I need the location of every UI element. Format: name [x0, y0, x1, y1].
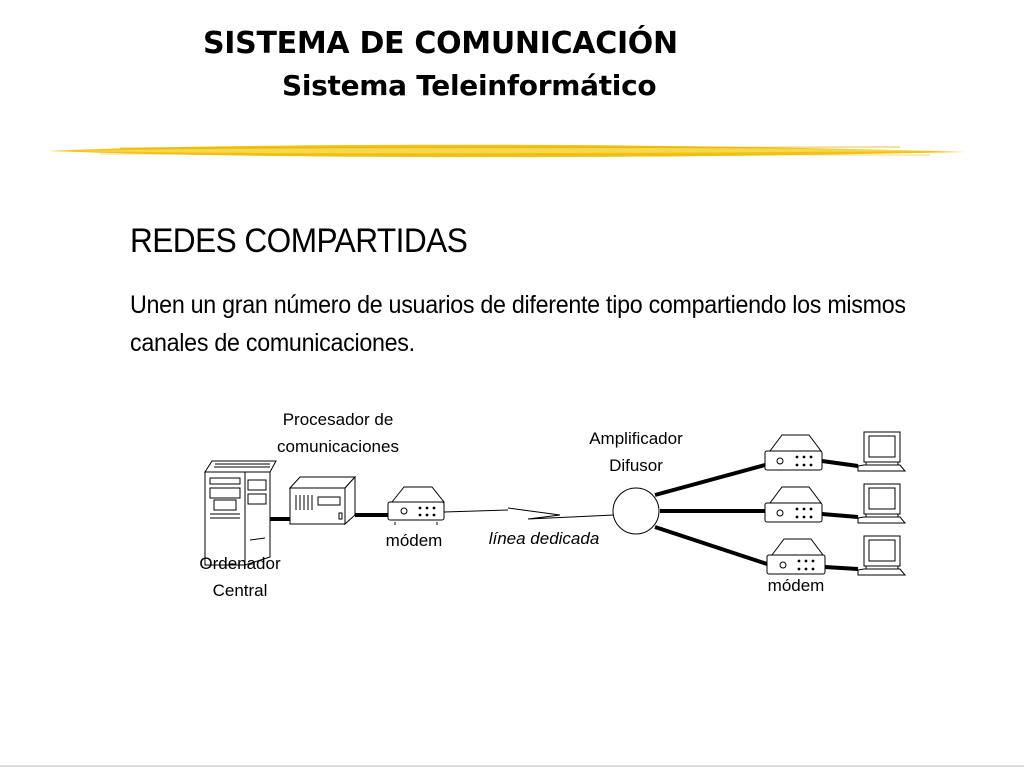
processor-label-line1: Procesador de: [282, 410, 394, 429]
dedicated-line-zigzag: [507, 507, 615, 520]
link-modem-terminal-3: [824, 565, 859, 571]
network-links: [245, 459, 859, 571]
section-heading: REDES COMPARTIDAS: [130, 222, 468, 260]
dedicated-line-label: línea dedicada: [488, 529, 600, 548]
mainframe-icon: [204, 460, 277, 566]
link-modem-terminal-2: [821, 512, 859, 519]
link-amplifier-modem-3: [654, 525, 768, 566]
computer-label-line1: Ordenador: [199, 554, 281, 573]
processor-label: Procesador de comunicaciones: [264, 406, 412, 460]
processor-icon: [288, 475, 357, 526]
amplifier-label: Amplificador Difusor: [572, 425, 700, 479]
terminal-2-icon: [857, 483, 907, 524]
link-amplifier-modem-1: [654, 463, 766, 497]
link-modem-terminal-1: [821, 459, 859, 468]
terminal-1-icon: [857, 431, 907, 472]
modem-left-icon: [387, 486, 446, 525]
amplifier-icon: [612, 487, 660, 535]
modem-left-label: módem: [385, 531, 443, 550]
slide-subtitle: Sistema Teleinformático: [282, 69, 657, 102]
computer-label-line2: Central: [212, 581, 268, 600]
amplifier-label-line1: Amplificador: [589, 429, 683, 448]
computer-label: Ordenador Central: [185, 550, 295, 604]
modem-right-1-icon: [764, 434, 823, 471]
link-modem-line: [443, 509, 509, 513]
amplifier-label-line2: Difusor: [609, 456, 663, 475]
highlight-bar: [48, 144, 966, 158]
terminal-3-icon: [857, 535, 907, 576]
processor-label-line2: comunicaciones: [277, 437, 399, 456]
modem-right-label: módem: [767, 576, 825, 595]
modem-right-3-icon: [766, 538, 826, 575]
modem-right-2-icon: [764, 486, 823, 523]
slide-title: SISTEMA DE COMUNICACIÓN: [203, 26, 678, 61]
section-description: Unen un gran número de usuarios de difer…: [130, 291, 906, 357]
